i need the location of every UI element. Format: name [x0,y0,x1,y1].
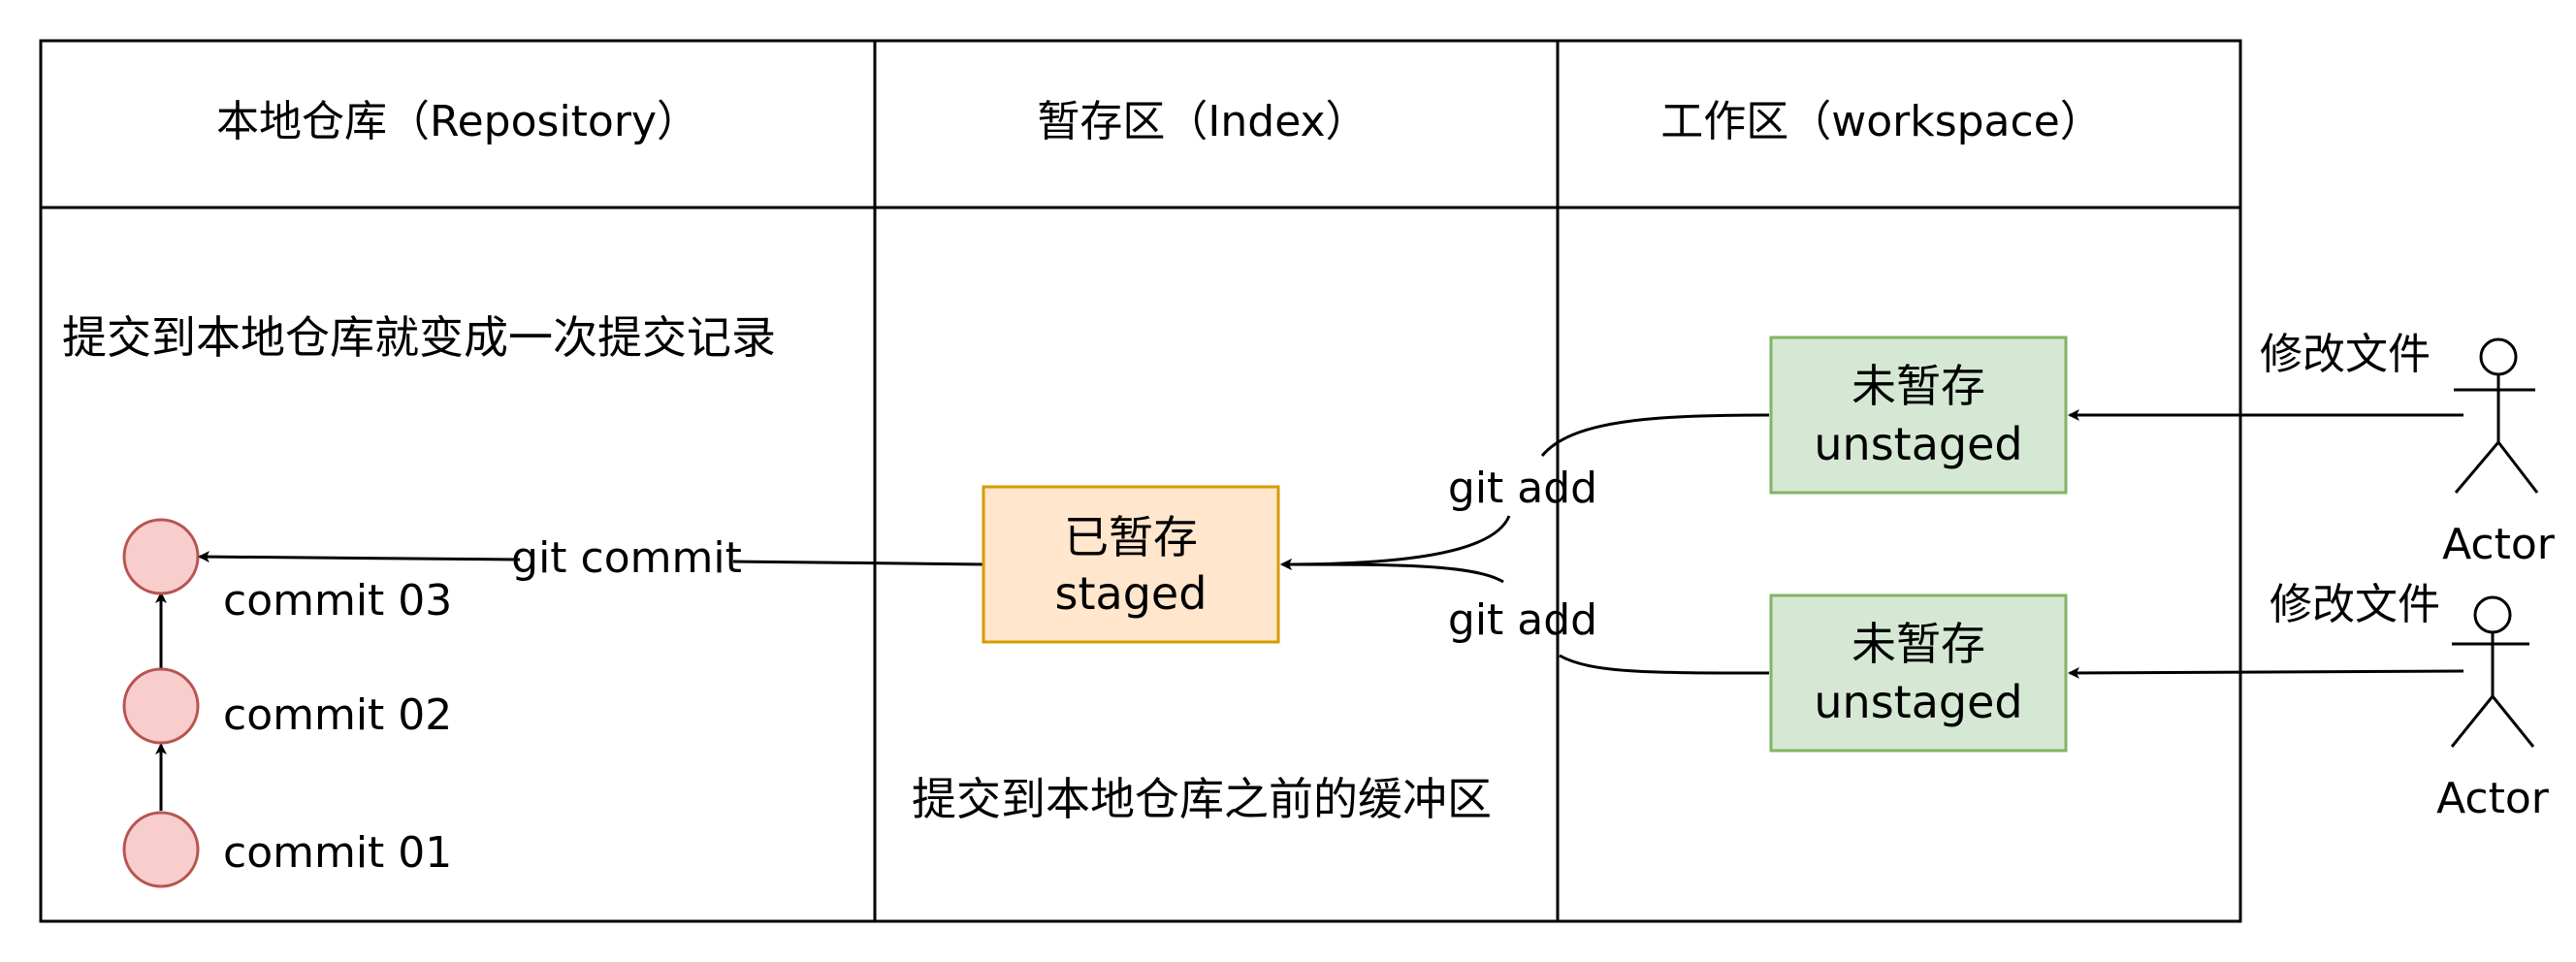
unstaged-box-top-line2: unstaged [1814,418,2022,470]
modify-bottom-arrow [2068,666,2464,679]
workspace-header: 工作区（workspace） [1660,97,2103,146]
modify-edges [2068,409,2464,679]
commit-node-02 [122,667,200,745]
git-add-top-label: git add [1448,464,1597,513]
index-header: 暂存区（Index） [1037,97,1368,146]
unstaged-box-bottom: 未暂存 unstaged [1769,593,2068,753]
modify-top-label: 修改文件 [2260,330,2431,379]
modify-bottom-label: 修改文件 [2270,580,2440,629]
actor-bottom-icon [2450,595,2535,748]
staged-box: 已暂存 staged [982,485,1280,644]
commit-chain: commit 03 commit 02 commit 01 [122,518,452,888]
commit-label-03: commit 03 [223,576,452,625]
staged-box-line1: 已暂存 [1064,511,1198,563]
repository-header: 本地仓库（Repository） [216,97,699,146]
actor-top-label: Actor [2442,520,2556,569]
commit-node-01 [122,811,200,888]
unstaged-box-bottom-line2: unstaged [1814,676,2022,728]
actor-top-icon [2454,337,2539,494]
actor-top: Actor [2442,337,2556,569]
commit-node-03 [122,518,200,595]
git-add-bottom-arrow [1282,564,1770,675]
unstaged-box-top: 未暂存 unstaged [1769,336,2068,495]
actor-bottom: Actor [2436,595,2550,823]
unstaged-box-top-rect [1769,336,2068,495]
actor-bottom-label: Actor [2436,774,2550,823]
staged-box-rect [982,485,1280,644]
table-border [39,39,2242,923]
unstaged-box-bottom-line1: 未暂存 [1852,618,1985,670]
git-commit-label: git commit [511,533,742,583]
swimlane-table [39,39,2242,923]
git-add-edges [1282,413,1770,675]
repository-description: 提交到本地仓库就变成一次提交记录 [62,311,776,364]
commit-label-01: commit 01 [223,828,452,878]
git-add-bottom-label: git add [1448,595,1597,645]
index-description: 提交到本地仓库之前的缓冲区 [912,773,1492,825]
git-commit-arrow [200,557,984,564]
staged-box-line2: staged [1055,567,1208,620]
commit-label-02: commit 02 [223,690,452,740]
unstaged-box-top-line1: 未暂存 [1852,360,1985,412]
unstaged-box-bottom-rect [1769,593,2068,753]
git-commit-edge: git commit [200,533,984,583]
